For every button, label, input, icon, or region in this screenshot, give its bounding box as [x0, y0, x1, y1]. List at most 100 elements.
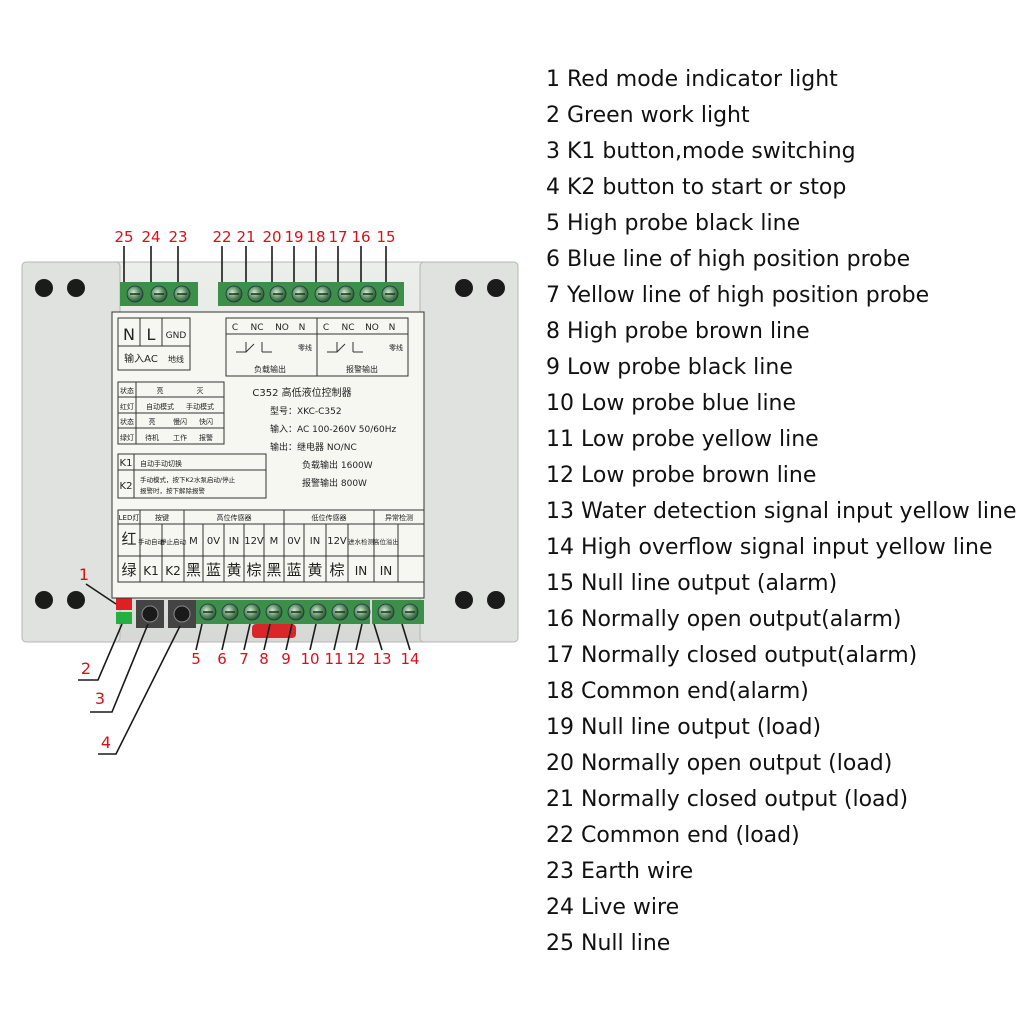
legend-item: 4 K2 button to start or stop: [546, 175, 847, 200]
legend-item: 5 High probe black line: [546, 211, 801, 236]
red-mode-led: [116, 598, 132, 610]
status-cell: 灭: [197, 387, 204, 395]
wiring-cell: M: [189, 536, 198, 547]
relay-alarm-caption: 报警输出: [346, 364, 378, 374]
left-callouts: 1 2 3 4: [78, 565, 181, 755]
callout-bottom-12: 12: [346, 650, 365, 668]
mounting-hole: [67, 279, 85, 297]
legend-item: 21 Normally closed output (load): [546, 787, 909, 812]
green-work-led: [116, 612, 132, 624]
callout-bottom-9: 9: [281, 650, 291, 668]
wiring-header: 按键: [155, 513, 169, 522]
wiring-cell: 黄: [226, 561, 241, 579]
relay-header: N: [299, 323, 306, 333]
status-table: 状态亮灭红灯自动模式手动模式状态亮慢闪快闪绿灯待机工作报警: [117, 381, 225, 445]
k1-key: K1: [120, 458, 133, 469]
wiring-header: 高位传感器: [217, 513, 252, 522]
key-notes: K1 自动手动切换 K2 手动模式，按下K2水泵启动/停止 报警时，按下解除报警: [117, 453, 267, 499]
callout-bottom-13: 13: [372, 650, 391, 668]
status-cell: 亮: [157, 386, 164, 395]
wiring-cell: 黑: [266, 561, 281, 579]
relay-header: NC: [341, 323, 354, 333]
wiring-cell: 棕: [329, 561, 344, 579]
status-cell: 待机: [145, 433, 159, 442]
legend-item: 13 Water detection signal input yellow l…: [546, 499, 1017, 524]
callout-top-21: 21: [236, 228, 255, 246]
wiring-cell: 手动自动: [138, 537, 165, 546]
relay-header: N: [389, 323, 396, 333]
wiring-cell: 棕: [246, 561, 261, 579]
wiring-cell: 0V: [207, 536, 220, 547]
k2-key: K2: [120, 481, 133, 492]
wiring-cell: 12V: [244, 536, 264, 547]
callout-bottom-8: 8: [259, 650, 269, 668]
callout-3: 3: [95, 689, 105, 708]
k1-note: 自动手动切换: [140, 459, 182, 468]
input-ac-caption: 输入AC: [124, 352, 158, 365]
callout-top-23: 23: [168, 228, 187, 246]
wiring-cell: 12V: [327, 536, 347, 547]
callout-bottom-14: 14: [400, 650, 419, 668]
callout-bottom-10: 10: [300, 650, 319, 668]
callout-top-25: 25: [114, 228, 133, 246]
callout-top-19: 19: [284, 228, 303, 246]
status-cell: 工作: [173, 433, 187, 442]
wiring-cell: IN: [310, 536, 320, 547]
status-cell: 快闪: [199, 417, 213, 426]
legend-item: 23 Earth wire: [546, 859, 694, 884]
wiring-cell: M: [270, 536, 279, 547]
wiring-header: LED灯: [119, 513, 140, 522]
legend-item: 14 High overflow signal input yellow lin…: [546, 535, 993, 560]
relay-header: NO: [365, 323, 379, 333]
relay-header: C: [232, 323, 238, 333]
spec-line: 负载输出 1600W: [302, 459, 373, 471]
callout-top-20: 20: [262, 228, 281, 246]
k2-button[interactable]: [173, 605, 191, 623]
input-ac-block: N L GND 输入AC 地线: [117, 317, 191, 371]
legend-item: 24 Live wire: [546, 895, 680, 920]
callout-top-16: 16: [351, 228, 370, 246]
wiring-header: 低位传感器: [312, 513, 347, 522]
legend-item: 1 Red mode indicator light: [546, 67, 838, 92]
callout-bottom-6: 6: [217, 650, 227, 668]
legend-item: 17 Normally closed output(alarm): [546, 643, 918, 668]
legend-item: 22 Common end (load): [546, 823, 800, 848]
wiring-cell: 高位溢出: [373, 537, 399, 546]
callout-top-17: 17: [328, 228, 347, 246]
k1-button[interactable]: [141, 605, 159, 623]
mounting-hole: [35, 279, 53, 297]
mounting-hole: [487, 279, 505, 297]
status-cell: 状态: [120, 386, 134, 395]
mounting-hole: [455, 279, 473, 297]
wiring-cell: 绿: [121, 561, 136, 579]
status-cell: 绿灯: [120, 433, 134, 442]
relay-neutral-label: 零线: [389, 343, 403, 352]
status-cell: 慢闪: [173, 417, 187, 426]
legend-item: 7 Yellow line of high position probe: [546, 283, 930, 308]
spec-line: 报警输出 800W: [302, 477, 367, 489]
legend-item: 8 High probe brown line: [546, 319, 810, 344]
mounting-hole: [487, 591, 505, 609]
wiring-cell: 黑: [186, 561, 201, 579]
top-terminal-strip: [120, 282, 404, 306]
wiring-cell: 红: [121, 530, 136, 548]
status-cell: 状态: [120, 417, 134, 426]
callout-2: 2: [81, 659, 91, 678]
callout-4: 4: [101, 733, 111, 752]
wiring-cell: 0V: [287, 536, 300, 547]
status-cell: 自动模式: [146, 402, 174, 411]
mounting-hole: [455, 591, 473, 609]
relay-header: NO: [275, 323, 289, 333]
bottom-terminal-strip: [194, 600, 424, 638]
status-cell: 报警: [199, 433, 213, 442]
wiring-cell: 进水检测: [348, 537, 375, 546]
legend-item: 20 Normally open output (load): [546, 751, 893, 776]
wiring-cell: 停止启动: [160, 537, 187, 546]
